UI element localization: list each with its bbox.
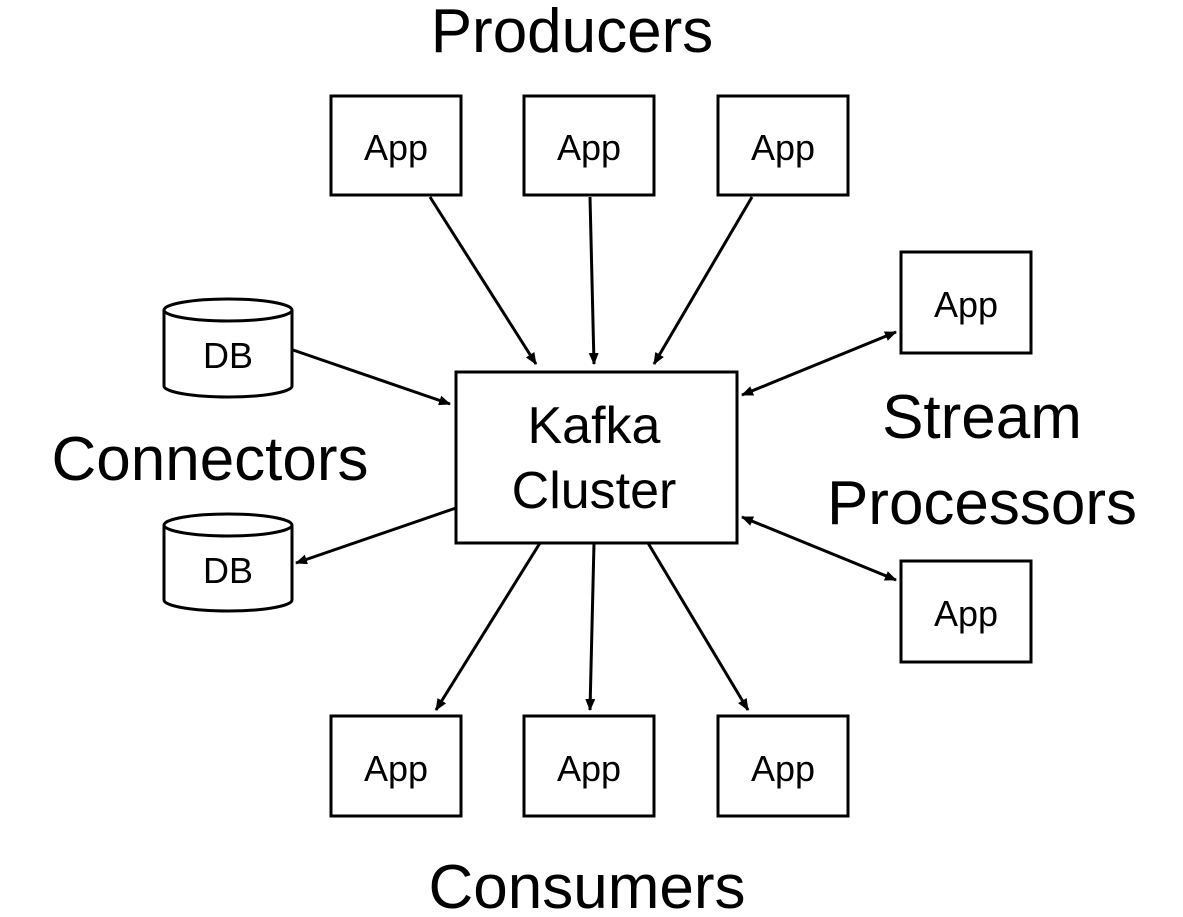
stream-app-1-label: App xyxy=(934,284,998,325)
edge-db-source xyxy=(292,348,451,406)
kafka-cluster-box xyxy=(454,370,739,545)
edge-producer-1 xyxy=(428,196,538,365)
consumers-label: Consumers xyxy=(429,853,746,917)
producer-app-3-label: App xyxy=(751,127,815,168)
consumer-app-3: App xyxy=(716,714,850,818)
db-sink-cylinder: DB xyxy=(162,512,294,613)
edge-consumer-1 xyxy=(434,542,542,711)
edge-db-sink xyxy=(295,506,457,565)
consumer-app-3-label: App xyxy=(751,748,815,789)
stream-label-line1: Stream xyxy=(882,383,1082,452)
stream-app-2: App xyxy=(899,559,1033,664)
db-source-label: DB xyxy=(203,335,253,376)
producer-app-1-label: App xyxy=(364,127,428,168)
producer-app-1: App xyxy=(329,94,463,197)
stream-app-1: App xyxy=(899,250,1033,355)
edge-stream-app-1 xyxy=(741,330,897,397)
consumer-app-2-label: App xyxy=(557,748,621,789)
consumer-app-2: App xyxy=(522,714,656,818)
edges xyxy=(292,196,897,711)
edge-stream-app-2 xyxy=(741,515,897,582)
kafka-cluster: Kafka Cluster xyxy=(454,370,739,545)
db-sink-label: DB xyxy=(203,550,253,591)
kafka-cluster-label-line2: Cluster xyxy=(512,462,677,520)
consumer-app-1: App xyxy=(329,714,463,818)
stream-app-2-label: App xyxy=(934,593,998,634)
kafka-cluster-label-line1: Kafka xyxy=(528,397,661,455)
edge-consumer-2 xyxy=(585,542,596,711)
edge-consumer-3 xyxy=(646,542,750,711)
consumer-app-1-label: App xyxy=(364,748,428,789)
edge-producer-2 xyxy=(588,196,599,365)
stream-label-line2: Processors xyxy=(827,469,1137,538)
edge-producer-3 xyxy=(652,196,754,365)
producer-app-2: App xyxy=(522,94,656,197)
db-source-cylinder: DB xyxy=(162,297,294,399)
connectors-label: Connectors xyxy=(51,425,368,494)
producers-label: Producers xyxy=(431,0,714,66)
producer-app-3: App xyxy=(716,94,850,197)
producer-app-2-label: App xyxy=(557,127,621,168)
